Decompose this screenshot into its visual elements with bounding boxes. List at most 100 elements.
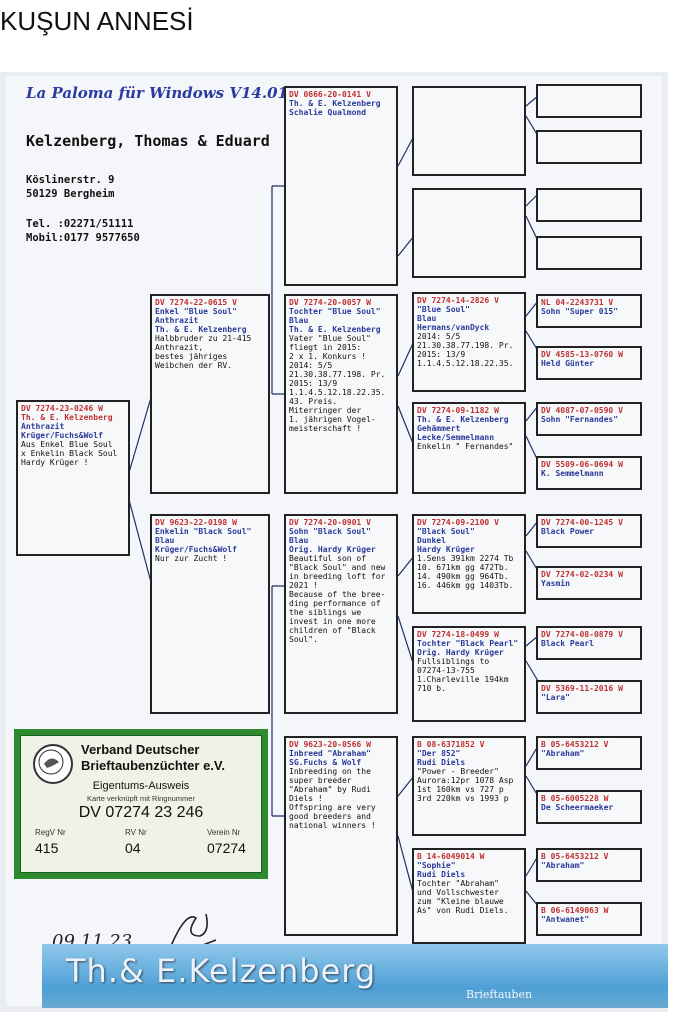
pedigree-card-gen5-15: B 05-6453212 V "Abraham"	[536, 848, 642, 882]
pedigree-card-mother: DV 9623-22-0198 W Enkelin "Black Soul" B…	[150, 514, 270, 714]
pedigree-card-gen5-4	[536, 236, 642, 270]
pedigree-card-gen5-1	[536, 84, 642, 118]
pedigree-card-mmf: B 08-6371852 V "Der 852" Rudi Diels "Pow…	[412, 736, 526, 836]
mfm-ring: DV 7274-18-0499 W	[417, 630, 499, 639]
pedigree-card-father-mother: DV 7274-20-0057 W Tochter "Blue Soul" Bl…	[284, 294, 398, 494]
g5-14-ring: B 05-6005228 W	[541, 794, 609, 803]
g5-11-ring: DV 7274-08-0879 V	[541, 630, 623, 639]
software-brand: La Paloma für Windows V14.01	[26, 84, 288, 102]
pedigree-card-gen5-8: DV 5509-06-0694 W K. Semmelmann	[536, 456, 642, 490]
card-ring: DV 07274 23 246	[78, 804, 204, 821]
pedigree-card-gen5-3	[536, 188, 642, 222]
pedigree-card-mmm: B 14-6049014 W "Sophie" Rudi Diels Tocht…	[412, 848, 526, 944]
mff-name: "Black Soul"	[417, 527, 475, 536]
mff-ring: DV 7274-09-2100 V	[417, 518, 499, 527]
fmf-breeder: Hermans/vanDyck	[417, 323, 490, 332]
mff-color: Dunkel	[417, 536, 446, 545]
mother-notes: Nur zur Zucht !	[155, 554, 228, 563]
mother-ring: DV 9623-22-0198 W	[155, 518, 237, 527]
pedigree-card-fmm: DV 7274-09-1182 W Th. & E. Kelzenberg Ge…	[412, 402, 526, 494]
g5-16-name: "Antwanet"	[541, 915, 590, 924]
mff-breeder: Hardy Krüger	[417, 545, 475, 554]
mmf-ring: B 08-6371852 V	[417, 740, 485, 749]
g5-10-ring: DV 7274-02-0234 W	[541, 570, 623, 579]
vdb-seal-icon	[33, 744, 73, 784]
ff-breeder: Th. & E. Kelzenberg	[289, 99, 381, 108]
mf-name: Sohn "Black Soul"	[289, 527, 371, 536]
g5-12-ring: DV 5369-11-2016 W	[541, 684, 623, 693]
mm-name: Inbreed "Abraham"	[289, 749, 371, 758]
mmf-name: "Der 852"	[417, 749, 461, 758]
fm-ring: DV 7274-20-0057 W	[289, 298, 371, 307]
father-name: Enkel "Blue Soul"	[155, 307, 237, 316]
owner-city: 50129 Bergheim	[26, 188, 115, 200]
banner-text: Th.& E.Kelzenberg	[66, 952, 377, 990]
father-ring: DV 7274-22-0615 V	[155, 298, 237, 307]
g5-6-name: Held Günter	[541, 359, 594, 368]
fm-notes: Vater "Blue Soul" fliegt in 2015: 2 x 1.…	[289, 334, 386, 433]
g5-11-name: Black Pearl	[541, 639, 594, 648]
mmm-breeder: Rudi Diels	[417, 870, 466, 879]
owner-street: Köslinerstr. 9	[26, 174, 115, 186]
pedigree-card-fmf: DV 7274-14-2826 V "Blue Soul" Blau Herma…	[412, 292, 526, 392]
pedigree-card-father-father: DV 0666-20-0141 V Th. & E. Kelzenberg Sc…	[284, 86, 398, 286]
fmf-notes: 2014: 5/5 21.30.38.77.198. Pr. 2015: 13/…	[417, 332, 514, 368]
pedigree-photo: La Paloma für Windows V14.01 Kelzenberg,…	[0, 72, 668, 1012]
pedigree-card-gen5-10: DV 7274-02-0234 W Yasmin	[536, 566, 642, 600]
mother-line: Krüger/Fuchs&Wolf	[155, 545, 237, 554]
mmm-name: "Sophie"	[417, 861, 456, 870]
card-title: Eigentums-Ausweis	[92, 780, 190, 792]
ownership-card: Verband Deutscher Brieftaubenzüchter e.V…	[14, 729, 268, 879]
fmm-ring: DV 7274-09-1182 W	[417, 406, 499, 415]
g5-15-ring: B 05-6453212 V	[541, 852, 609, 861]
label-reg: RegV Nr	[35, 828, 66, 837]
mf-ring: DV 7274-20-0901 V	[289, 518, 371, 527]
subject-notes: Aus Enkel Blue Soul x Enkelin Black Soul…	[21, 440, 118, 467]
fmm-line: Lecke/Semmelmann	[417, 433, 495, 442]
fmm-color: Gehämmert	[417, 424, 461, 433]
value-verein: 07274	[207, 840, 246, 856]
fmm-notes: Enkelin " Fernandes"	[417, 442, 514, 451]
pedigree-card-gen5-14: B 05-6005228 W De Scheermaeker	[536, 790, 642, 824]
value-reg: 415	[35, 840, 59, 856]
page-heading: KUŞUN ANNESİ	[0, 6, 194, 36]
org-line2: Brieftaubenzüchter e.V.	[81, 758, 226, 773]
father-color: Anthrazit	[155, 316, 199, 325]
g5-6-ring: DV 4585-13-0760 W	[541, 350, 623, 359]
pedigree-card-mfm: DV 7274-18-0499 W Tochter "Black Pearl" …	[412, 626, 526, 722]
mf-color: Blau	[289, 536, 309, 545]
subject-breeder: Th. & E. Kelzenberg	[21, 413, 113, 422]
owner-phone: Tel. :02271/51111	[26, 218, 134, 230]
g5-9-ring: DV 7274-00-1245 V	[541, 518, 623, 527]
fm-breeder: Th. & E. Kelzenberg	[289, 325, 381, 334]
pedigree-card-gen5-13: B 05-6453212 V "Abraham"	[536, 736, 642, 770]
g5-5-name: Sohn "Super 015"	[541, 307, 619, 316]
label-rv: RV Nr	[125, 828, 147, 837]
fmf-color: Blau	[417, 314, 437, 323]
mf-origin: Orig. Hardy Krüger	[289, 545, 376, 554]
pedigree-card-gen4-1	[412, 86, 526, 176]
g5-13-ring: B 05-6453212 V	[541, 740, 609, 749]
g5-8-ring: DV 5509-06-0694 W	[541, 460, 623, 469]
g5-14-name: De Scheermaeker	[541, 803, 614, 812]
pedigree-card-subject: DV 7274-23-0246 W Th. & E. Kelzenberg An…	[16, 400, 130, 556]
subject-color: Anthrazit	[21, 422, 65, 431]
g5-13-name: "Abraham"	[541, 749, 585, 758]
owner-name: Kelzenberg, Thomas & Eduard	[26, 132, 270, 150]
mmm-notes: Tochter "Abraham" und Vollschwester zum …	[417, 879, 509, 915]
g5-15-name: "Abraham"	[541, 861, 585, 870]
mm-notes: Inbreeding on the super breeder "Abraham…	[289, 767, 376, 830]
pedigree-card-gen5-11: DV 7274-08-0879 V Black Pearl	[536, 626, 642, 660]
g5-16-ring: B 06-6149063 W	[541, 906, 609, 915]
g5-7-ring: DV 4087-07-0590 V	[541, 406, 623, 415]
pedigree-card-gen4-2	[412, 188, 526, 278]
mm-ring: DV 9623-20-0566 W	[289, 740, 371, 749]
fm-color: Blau	[289, 316, 309, 325]
g5-7-name: Sohn "Fernandes"	[541, 415, 619, 424]
subject-line: Krüger/Fuchs&Wolf	[21, 431, 103, 440]
g5-9-name: Black Power	[541, 527, 594, 536]
pedigree-card-gen5-2	[536, 130, 642, 164]
org-line1: Verband Deutscher	[81, 742, 200, 757]
pedigree-card-gen5-16: B 06-6149063 W "Antwanet"	[536, 902, 642, 936]
father-breeder: Th. & E. Kelzenberg	[155, 325, 247, 334]
